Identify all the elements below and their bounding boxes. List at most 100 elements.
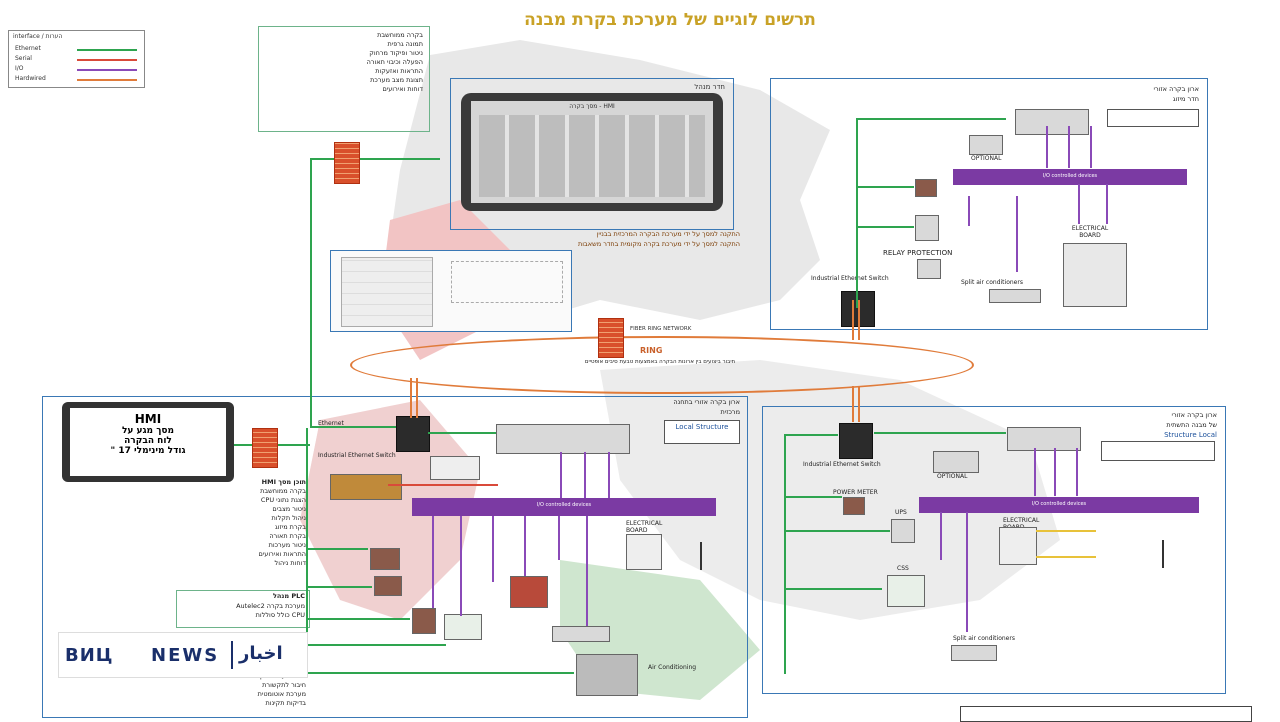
news-word: NEWS bbox=[151, 645, 220, 666]
fire-panel bbox=[430, 456, 480, 480]
rio-bottom-local: Structure Local bbox=[1164, 431, 1217, 439]
news-logo: ВИЦ NEWS اخبار bbox=[58, 632, 308, 678]
left-notes: תוכן מסך HMI בקרה ממוחשבת הצגת נתוני CPU… bbox=[182, 478, 307, 586]
note-line: הצגת נתוני CPU bbox=[260, 496, 306, 504]
news-arabic: اخبار bbox=[239, 643, 283, 664]
rio-bottom-subtitle: של מבנה התשתית bbox=[1166, 421, 1217, 429]
firewall-icon bbox=[598, 318, 624, 358]
control-room-caption-2: התקנה למסך על ידי מערכת בקרה מקומית בחדר… bbox=[577, 240, 740, 248]
note-line: בקרה ממוחשבת bbox=[260, 487, 306, 495]
note-line: חיבור לתקשורת bbox=[262, 681, 306, 689]
rio-bottom-plc bbox=[1007, 427, 1081, 451]
hmi-screen-grid bbox=[479, 115, 705, 197]
rio-bottom-bus: I/O controlled devices bbox=[919, 497, 1199, 513]
power-meter-label: POWER METER bbox=[833, 489, 878, 496]
rio-top-subtitle: חדר מיזוג bbox=[1172, 95, 1199, 103]
electrical-board bbox=[999, 527, 1037, 565]
switch-label: Industrial Ethernet Switch bbox=[318, 452, 396, 459]
pump bbox=[510, 576, 548, 608]
switch-label: Industrial Ethernet Switch bbox=[811, 275, 889, 282]
ring-note: חיבור ביצועים בין ארונות הבקרה באמצעות ט… bbox=[584, 359, 736, 365]
note-line: ניטור ופיקוד מרחוק bbox=[369, 49, 423, 57]
rio-bottom-note bbox=[1101, 441, 1215, 461]
rio-top-plc bbox=[1015, 109, 1089, 135]
split-label: Split air conditioners bbox=[953, 635, 1015, 642]
rio-top-box: ארון בקרה אזורי חדר מיזוג I/O controlled… bbox=[770, 78, 1208, 330]
lamp-post-icon bbox=[700, 542, 712, 570]
rio-top-optional-device bbox=[969, 135, 1003, 155]
note-line: בדיקות תקינות bbox=[265, 699, 306, 707]
split-ac bbox=[951, 645, 997, 661]
note-line: תמונה גרפית bbox=[387, 40, 423, 48]
legend-label: Ethernet bbox=[15, 45, 41, 52]
field-device bbox=[370, 548, 400, 570]
fiber-ring bbox=[350, 336, 974, 394]
css-label: CSS bbox=[897, 565, 909, 572]
electrical-label: ELECTRICAL BOARD bbox=[626, 520, 663, 534]
legend-label: Hardwired bbox=[15, 75, 46, 82]
floor-plan-image bbox=[341, 257, 433, 327]
css-device bbox=[887, 575, 925, 607]
plc-switch bbox=[396, 416, 430, 452]
split-ac bbox=[989, 289, 1041, 303]
legend-item: Serial bbox=[15, 55, 137, 65]
ring-label: RING bbox=[640, 346, 663, 355]
field-device bbox=[374, 576, 402, 596]
legend-label: Serial bbox=[15, 55, 32, 62]
control-room-box: חדר מנהל HMI - מסך בקרה bbox=[450, 78, 734, 230]
plc-subtitle: מרכזית bbox=[720, 408, 741, 416]
legend-item: Hardwired bbox=[15, 75, 137, 85]
rio-top-title: ארון בקרה אזורי bbox=[1153, 85, 1199, 93]
note-line: ניהול תקלות bbox=[271, 514, 306, 522]
note-line: התראות ואזעקות bbox=[375, 67, 423, 75]
plc-area-box bbox=[42, 396, 748, 718]
plc-notes-box: PLC מנהל מערכת בקרה Autelec2 CPU כולל סו… bbox=[176, 590, 310, 628]
air-label: Air Conditioning bbox=[648, 664, 697, 671]
hmi-screen-title: HMI - מסך בקרה bbox=[569, 103, 615, 110]
control-room-title: חדר מנהל bbox=[694, 83, 725, 91]
optional-label: OPTIONAL bbox=[937, 473, 968, 480]
top-notes-box: בקרה ממוחשבת תמונה גרפית ניטור ופיקוד מר… bbox=[258, 26, 430, 132]
air-conditioning-unit bbox=[576, 654, 638, 696]
legend: interface / הערות Ethernet Serial I/O Ha… bbox=[8, 30, 145, 88]
lamp-post-icon bbox=[1162, 540, 1174, 568]
field-device bbox=[444, 614, 482, 640]
legend-item: Ethernet bbox=[15, 45, 137, 55]
note-line: דוחות ואירועים bbox=[382, 85, 423, 93]
generator bbox=[330, 474, 402, 500]
relay-device bbox=[917, 259, 941, 279]
note-line: דוחות ניהול bbox=[274, 559, 306, 567]
note-line: ניטור מצבים bbox=[272, 505, 306, 513]
plc-title: ארון בקרה אזורי בתחנה bbox=[673, 398, 740, 406]
ups-device bbox=[891, 519, 915, 543]
ethernet-label: Ethernet bbox=[318, 420, 344, 427]
power-meter bbox=[843, 497, 865, 515]
note-line: ניטור מערכות bbox=[268, 541, 306, 549]
ups-label: UPS bbox=[895, 509, 907, 516]
hmi-box-frame: HMI מסך מגע על לוח הבקרה גודל מינימלי 17… bbox=[62, 402, 234, 482]
note-line: התראות ואירועים bbox=[258, 550, 307, 558]
hmi-box: HMI מסך מגע על לוח הבקרה גודל מינימלי 17… bbox=[70, 408, 226, 476]
bus-label: I/O controlled devices bbox=[536, 502, 592, 508]
electrical-board bbox=[626, 534, 662, 570]
firewall-icon bbox=[252, 428, 278, 468]
electrical-label: ELECTRICAL BOARD bbox=[1071, 225, 1109, 239]
hmi-screen-frame: HMI - מסך בקרה bbox=[461, 93, 723, 211]
fiber-label: FIBER RING NETWORK bbox=[630, 326, 692, 332]
rio-top-bus: I/O controlled devices bbox=[953, 169, 1187, 185]
rio-top-note bbox=[1107, 109, 1199, 127]
note-line: מערכת בקרה Autelec2 bbox=[236, 602, 305, 610]
control-room-caption-1: התקנה למסך על ידי מערכת הבקרה המרכזית בב… bbox=[596, 230, 740, 238]
note-line: בקרת מיזוג bbox=[275, 523, 306, 531]
bus-label: I/O controlled devices bbox=[1042, 173, 1098, 179]
floor-plan-detail bbox=[451, 261, 563, 303]
firewall-icon bbox=[334, 142, 360, 184]
hmi-screen: HMI - מסך בקרה bbox=[471, 101, 713, 203]
plc-local-label: Local Structure bbox=[675, 423, 729, 431]
rio-bottom-switch bbox=[839, 423, 873, 459]
split-ac bbox=[552, 626, 610, 642]
optional-label: OPTIONAL bbox=[971, 155, 1002, 162]
plc-controller bbox=[496, 424, 630, 454]
hmi-line: גודל מינימלי 17 " bbox=[110, 446, 186, 456]
plc-bus: I/O controlled devices bbox=[412, 498, 716, 516]
